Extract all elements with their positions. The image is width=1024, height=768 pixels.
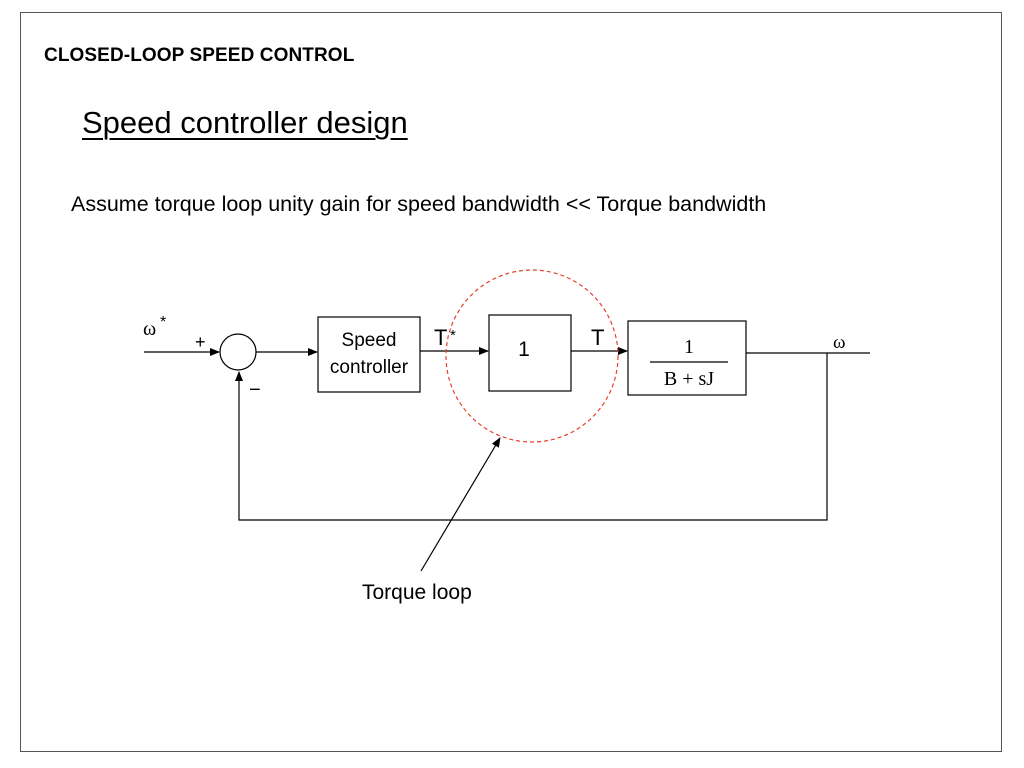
torque-loop-block: [488, 314, 572, 392]
input-label: ω: [143, 318, 156, 340]
torque-loop-highlight: [445, 269, 619, 443]
torque-loop-label: Torque loop: [362, 581, 472, 604]
torque-loop-pointer: [420, 437, 501, 572]
plant-block: [627, 320, 747, 396]
torque-label: T: [591, 325, 604, 350]
plant-denominator: B + sJ: [664, 368, 714, 390]
torque-reference-label: T: [434, 325, 447, 350]
minus-sign: −: [249, 379, 261, 401]
torque-reference-superscript: *: [450, 327, 456, 344]
plant-numerator: 1: [684, 336, 694, 358]
section-title: CLOSED-LOOP SPEED CONTROL: [44, 45, 355, 66]
plus-sign: +: [195, 332, 206, 352]
output-label: ω: [833, 332, 846, 353]
speed-controller-block: [317, 316, 421, 393]
slide-frame: [20, 12, 1002, 752]
slide-title: Speed controller design: [82, 105, 408, 140]
speed-controller-label-line1: Speed: [342, 330, 397, 351]
feedback-path: [235, 353, 828, 521]
assumption-text: Assume torque loop unity gain for speed …: [71, 192, 767, 216]
summing-junction: [219, 333, 257, 371]
torque-loop-gain: 1: [518, 338, 530, 361]
speed-controller-label-line2: controller: [330, 357, 409, 378]
input-superscript: *: [160, 314, 166, 331]
